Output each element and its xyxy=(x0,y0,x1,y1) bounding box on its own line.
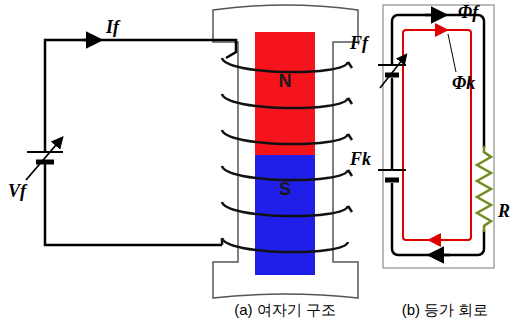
gap xyxy=(386,169,398,183)
flux-arrow xyxy=(425,14,445,17)
flux-arrow xyxy=(430,254,450,257)
battery-plate xyxy=(378,169,406,171)
flux-loop-f xyxy=(392,15,484,255)
flux-arrow xyxy=(428,29,446,31)
coil-turn xyxy=(348,98,352,104)
coil-lead xyxy=(221,238,224,245)
leader-line xyxy=(448,34,456,72)
flux-loop-k xyxy=(403,30,471,240)
supply-wire xyxy=(45,40,236,152)
variable-arrow xyxy=(26,138,62,180)
sub-caption: (b) 등가 회로 xyxy=(402,302,489,319)
current-symbol: If xyxy=(106,18,119,38)
flux-arrow xyxy=(430,239,448,241)
pole-label: S xyxy=(279,180,291,200)
supply-wire xyxy=(45,163,222,245)
battery-plate xyxy=(36,160,54,165)
flux-symbol: Φk xyxy=(452,74,475,94)
current-arrow xyxy=(82,39,100,42)
mmf-symbol: Ff xyxy=(350,34,368,54)
coil-turn xyxy=(348,206,352,212)
voltage-symbol: Vf xyxy=(8,182,26,202)
coil-turn xyxy=(348,170,352,176)
circuit-frame xyxy=(383,5,494,268)
battery-plate xyxy=(378,64,406,66)
variable-arrow xyxy=(380,55,406,88)
flux-symbol: Φf xyxy=(458,3,478,23)
battery-plate xyxy=(385,178,399,183)
resistor-symbol xyxy=(477,146,491,232)
coil-turn xyxy=(348,134,352,140)
battery-plate xyxy=(27,151,63,153)
pole-label: N xyxy=(279,72,292,92)
magnet-north: N xyxy=(255,32,315,155)
sub-caption: (a) 여자기 구조 xyxy=(234,302,336,319)
resistor-label: R xyxy=(498,202,510,222)
mmf-symbol: Fk xyxy=(350,150,371,170)
coil-turn xyxy=(348,62,352,68)
gap xyxy=(386,64,398,78)
